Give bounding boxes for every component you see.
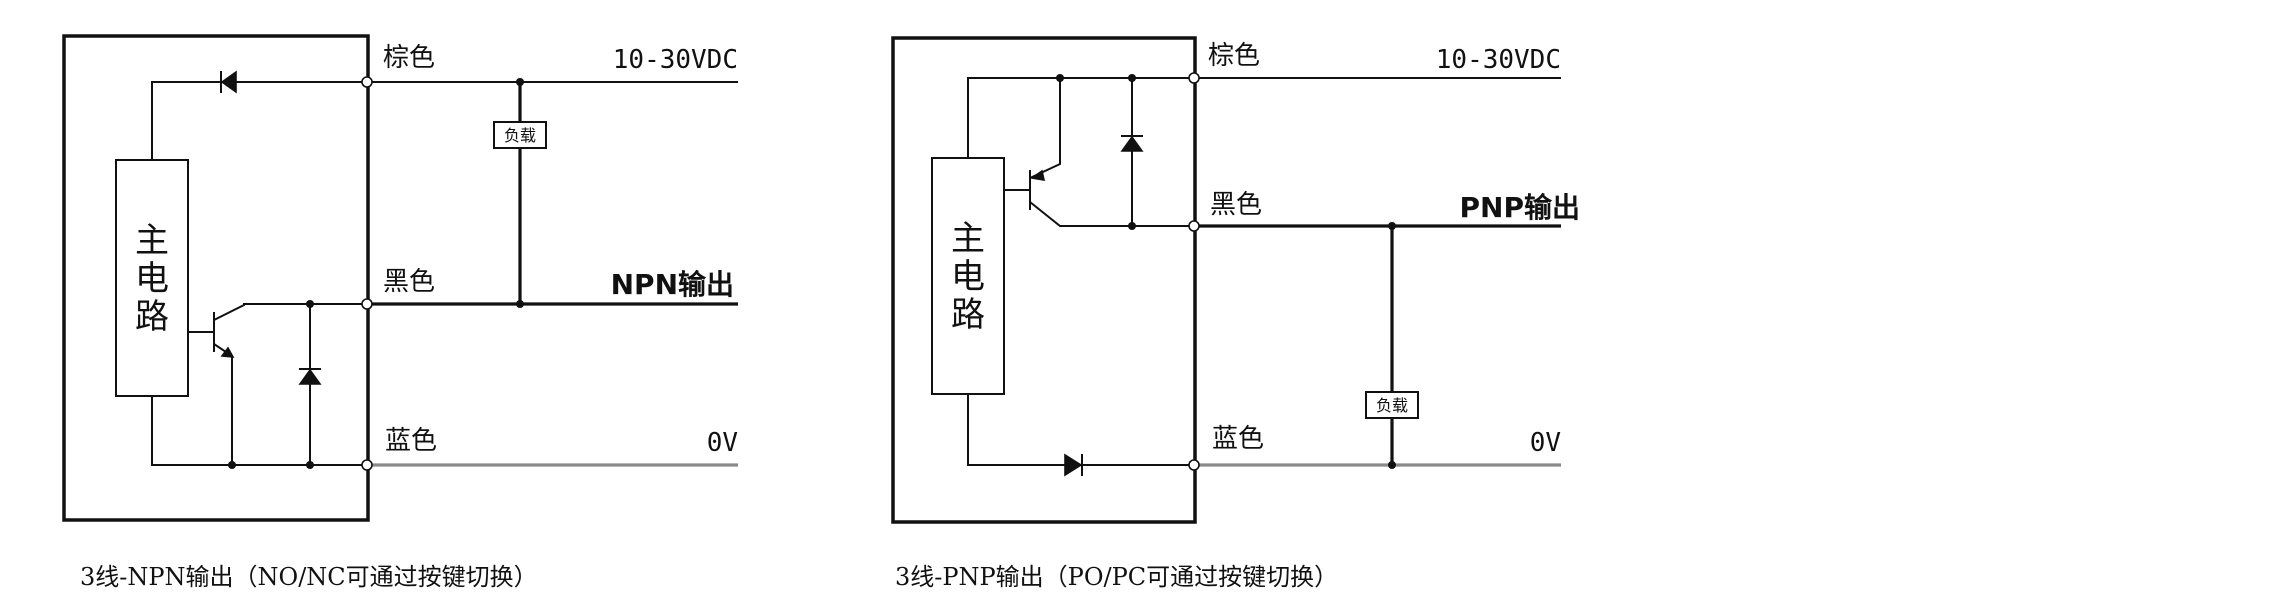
main-circuit-char-1: 主 <box>951 219 985 259</box>
black-wire-label: 黑色 <box>1210 190 1262 220</box>
main-circuit-block <box>931 157 1005 395</box>
junction-dot <box>1388 222 1396 230</box>
junction-dot <box>516 300 524 308</box>
supply-voltage-label: 10-30VDC <box>1436 45 1561 75</box>
reverse-protection-diode <box>220 70 237 94</box>
junction-dot <box>516 78 524 86</box>
output-clamp-diode <box>298 368 322 385</box>
blue-terminal <box>361 459 373 471</box>
transistor-collector <box>213 303 367 321</box>
ground-label: 0V <box>1530 428 1561 458</box>
junction-dot <box>306 461 314 469</box>
reverse-protection-diode <box>1064 453 1083 477</box>
main-circuit-char-3: 路 <box>951 295 985 335</box>
output-type-label: PNP输出 <box>1460 191 1580 224</box>
main-circuit-char-3: 路 <box>135 297 169 337</box>
junction-dot <box>1128 222 1136 230</box>
npn-wiring-diagram: 主 电 路 负载 棕色 <box>62 34 738 591</box>
main-circuit-char-2: 电 <box>951 257 985 297</box>
pnp-wiring-diagram: 主 电 路 负载 棕色 <box>891 36 1580 591</box>
emitter-arrow <box>1029 169 1046 181</box>
load-label: 负载 <box>504 126 536 145</box>
emitter-arrow <box>220 346 235 358</box>
main-circuit-char-2: 电 <box>135 259 169 299</box>
main-circuit-block <box>115 159 189 397</box>
brown-terminal <box>361 76 373 88</box>
blue-terminal <box>1188 459 1200 471</box>
load-label: 负载 <box>1376 396 1408 415</box>
output-clamp-diode <box>1120 135 1144 152</box>
junction-dot <box>1128 74 1136 82</box>
brown-wire-label: 棕色 <box>1208 41 1260 71</box>
load-box <box>1365 391 1419 419</box>
blue-internal-wire <box>151 396 367 466</box>
black-terminal <box>1188 220 1200 232</box>
junction-dot <box>228 461 236 469</box>
brown-terminal <box>1188 72 1200 84</box>
output-type-label: NPN输出 <box>611 268 734 301</box>
junction-dot <box>1388 461 1396 469</box>
transistor-emitter <box>1029 78 1061 179</box>
transistor-emitter <box>213 343 233 465</box>
junction-dot <box>1056 74 1064 82</box>
blue-wire-label: 蓝色 <box>1212 424 1264 454</box>
blue-internal-wire <box>967 394 1194 466</box>
black-wire-label: 黑色 <box>383 267 435 297</box>
transistor-collector <box>1029 201 1194 227</box>
sensor-enclosure <box>62 34 370 522</box>
diagram-caption: 3线-NPN输出（NO/NC可通过按键切换） <box>80 563 538 591</box>
supply-voltage-label: 10-30VDC <box>613 45 738 75</box>
blue-wire-label: 蓝色 <box>385 426 437 456</box>
ground-label: 0V <box>707 428 738 458</box>
brown-wire-label: 棕色 <box>383 43 435 73</box>
brown-internal-wire <box>967 77 1194 158</box>
sensor-enclosure <box>891 36 1197 524</box>
black-terminal <box>361 298 373 310</box>
load-box <box>493 121 547 149</box>
brown-internal-wire <box>151 81 367 160</box>
junction-dot <box>306 300 314 308</box>
diagram-caption: 3线-PNP输出（PO/PC可通过按键切换） <box>895 563 1338 591</box>
main-circuit-char-1: 主 <box>135 221 169 261</box>
